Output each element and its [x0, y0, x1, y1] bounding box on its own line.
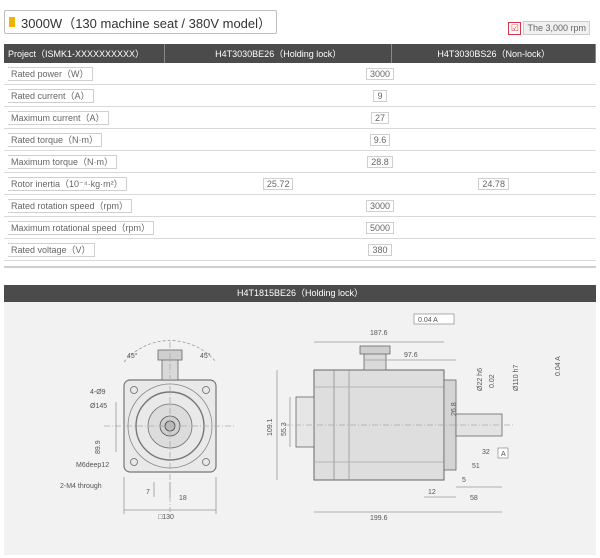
d268-label: 26.8	[451, 402, 458, 416]
row-label: Rated torque（N·m）	[8, 133, 103, 147]
table-row: Maximum torque（N·m） 28.8	[4, 150, 596, 173]
row-value: 3000	[365, 67, 395, 80]
row-value: 28.8	[367, 155, 393, 168]
drawing-svg: 45° 45° 4-Ø9 Ø145 89.9 M6deep12 2-M4 thr…	[60, 313, 562, 522]
section-title: 3000W（130 machine seat / 380V model）	[21, 15, 272, 31]
rpm-filter[interactable]: ☑ The 3,000 rpm	[508, 20, 590, 36]
row-value: 9.6	[369, 133, 391, 146]
m4-label: 2-M4 through	[60, 483, 102, 490]
section-divider	[4, 266, 596, 268]
row-label: Rated power（W）	[8, 67, 93, 81]
dimension-drawing: H4T1815BE26（Holding lock） 45°	[4, 285, 596, 555]
row-value: 27	[370, 111, 389, 124]
section-header: 3000W（130 machine seat / 380V model）	[4, 10, 277, 34]
table-row: Rated rotation speed（rpm） 3000	[4, 194, 596, 217]
row-label: Maximum torque（N·m）	[8, 155, 118, 169]
d553-label: 55.3	[281, 422, 288, 436]
d58-label: 58	[470, 495, 478, 502]
d976-label: 97.6	[404, 352, 418, 359]
drawing-title: H4T1815BE26（Holding lock）	[4, 285, 596, 302]
m6-label: M6deep12	[76, 462, 109, 469]
datum-box	[497, 447, 509, 459]
pcd-label: Ø145	[90, 403, 107, 410]
row-value: 9	[373, 89, 387, 102]
table-row: Rated voltage（V） 380	[4, 238, 596, 261]
rpm-label: The 3,000 rpm	[523, 21, 590, 35]
d18-label: 18	[179, 495, 187, 502]
header-marker	[9, 17, 15, 27]
angle-label-right: 45°	[200, 352, 211, 360]
d5-label: 5	[462, 477, 466, 484]
table-header-row: Project（ISMK1-XXXXXXXXXX） H4T3030BE26（Ho…	[4, 44, 596, 63]
angle-label-left: 45°	[127, 352, 138, 360]
column-non-lock: H4T3030BS26（Non-lock）	[391, 44, 596, 63]
table-row: Rotor inertia（10⁻⁴·kg·m²） 25.72 24.78	[4, 172, 596, 195]
tolerance-frame-1	[413, 313, 455, 325]
d7-label: 7	[146, 489, 150, 496]
d22-label: Ø22 h6	[477, 368, 484, 391]
table-row: Rated torque（N·m） 9.6	[4, 128, 596, 151]
row-label: Rated current（A）	[8, 89, 94, 103]
row-value-holding: 25.72	[262, 177, 294, 190]
d89-label: 89.9	[95, 440, 102, 454]
tol1-label: 0.04 A	[418, 317, 438, 324]
spec-table: Project（ISMK1-XXXXXXXXXX） H4T3030BE26（Ho…	[4, 44, 596, 261]
d1996-label: 199.6	[370, 515, 388, 522]
front-view	[104, 340, 236, 514]
d12-label: 12	[428, 489, 436, 496]
datum-label: A	[501, 451, 506, 458]
table-row: Maximum rotational speed（rpm） 5000	[4, 216, 596, 239]
row-label: Maximum rotational speed（rpm）	[8, 221, 155, 235]
row-label: Maximum current（A）	[8, 111, 109, 125]
checkbox-icon[interactable]: ☑	[508, 21, 522, 35]
sq-label: □130	[158, 514, 174, 521]
table-row: Rated current（A） 9	[4, 84, 596, 107]
tol2-label: 0.02	[489, 374, 496, 388]
row-value: 5000	[365, 221, 395, 234]
d1091-label: 109.1	[267, 418, 274, 436]
d1876-label: 187.6	[370, 330, 388, 337]
table-row: Rated power（W） 3000	[4, 63, 596, 85]
side-view	[276, 341, 514, 513]
row-value: 380	[368, 243, 392, 256]
d32-label: 32	[482, 449, 490, 456]
column-project: Project（ISMK1-XXXXXXXXXX）	[4, 44, 165, 63]
row-value: 3000	[365, 199, 395, 212]
tol3-label: 0.04 A	[555, 356, 562, 376]
column-holding-lock: H4T3030BE26（Holding lock）	[164, 44, 393, 63]
row-value-nonlock: 24.78	[478, 177, 509, 190]
row-label: Rotor inertia（10⁻⁴·kg·m²）	[8, 177, 127, 191]
d110-label: Ø110 h7	[513, 365, 520, 391]
row-label: Rated voltage（V）	[8, 243, 95, 257]
table-row: Maximum current（A） 27	[4, 106, 596, 129]
d51-label: 51	[472, 463, 480, 470]
row-label: Rated rotation speed（rpm）	[8, 199, 133, 213]
holes-label: 4-Ø9	[90, 389, 106, 396]
